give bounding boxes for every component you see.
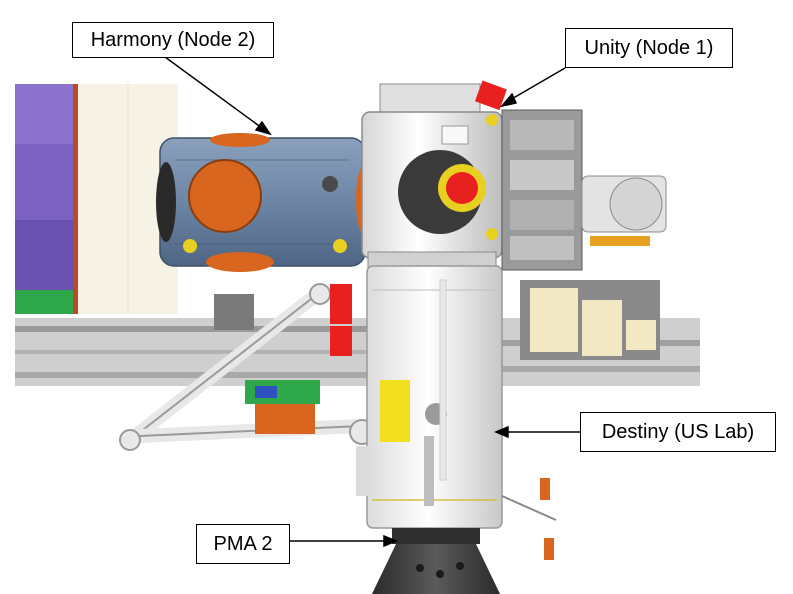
equipment-cluster xyxy=(214,284,352,434)
pma2-arrowhead xyxy=(383,534,398,548)
harmony-leader-line xyxy=(164,56,263,129)
unity-arrowhead xyxy=(500,92,518,108)
destiny-module xyxy=(356,265,557,560)
unity-module xyxy=(361,80,507,269)
unity-leader-line xyxy=(509,67,566,101)
destiny-label: Destiny (US Lab) xyxy=(580,412,776,452)
harmony-label: Harmony (Node 2) xyxy=(72,22,274,58)
destiny-arrowhead xyxy=(494,425,509,439)
solar-array xyxy=(15,84,78,314)
pma2-adapter xyxy=(372,528,500,594)
harmony-arrowhead xyxy=(254,120,272,136)
unity-label: Unity (Node 1) xyxy=(565,28,733,68)
leader-arrows xyxy=(164,56,580,548)
main-truss xyxy=(15,280,700,386)
pma2-label: PMA 2 xyxy=(196,524,290,564)
harmony-module xyxy=(156,133,372,272)
z1-truss-segment xyxy=(501,109,667,271)
